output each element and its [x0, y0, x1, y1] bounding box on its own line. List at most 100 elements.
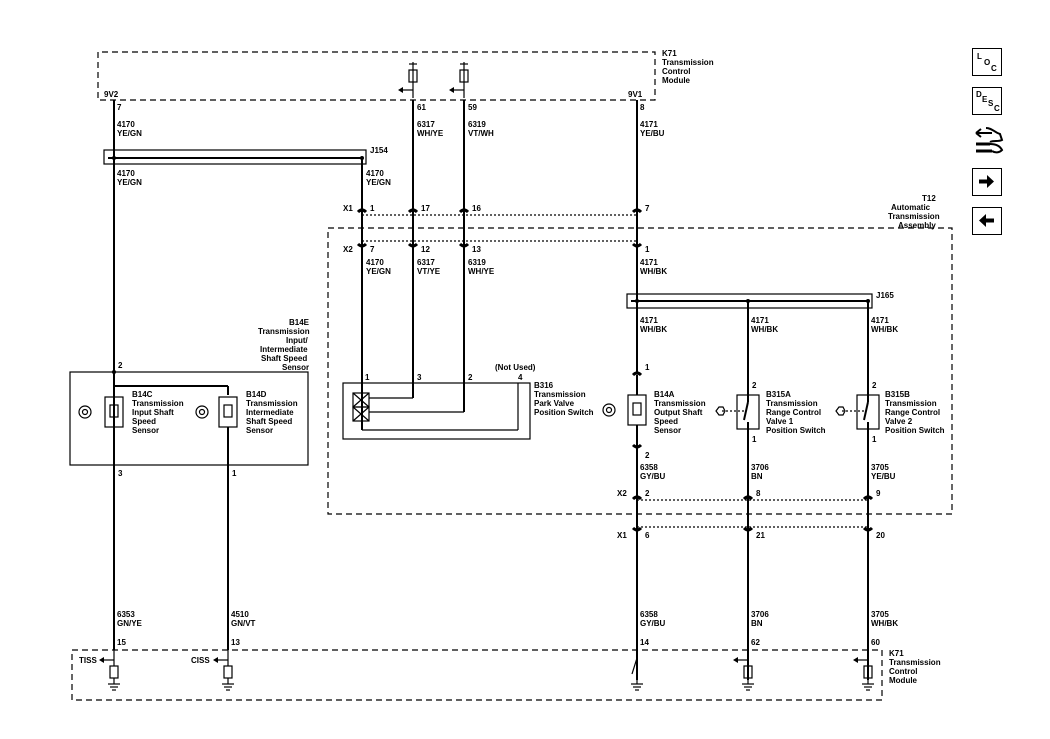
b315a-label-2: Transmission	[766, 399, 818, 408]
k71-top-label-4: Module	[662, 76, 691, 85]
b316-pin-4: 4	[518, 373, 523, 382]
loc-letter-l: L	[977, 52, 982, 61]
pin-59-top: 59	[468, 103, 477, 112]
b316-label-2: Transmission	[534, 390, 586, 399]
wire-3705-a-num: 3705	[871, 463, 889, 472]
j165-label: J165	[876, 291, 894, 300]
connector-view-icon[interactable]	[972, 124, 1006, 160]
x1b-pin-21: 21	[756, 531, 765, 540]
wire-6358-b-num: 6358	[640, 610, 658, 619]
connector-x2-x1-lower: X2 X1 2 8 9 6 21 20	[617, 489, 885, 540]
b14c-label-4: Speed	[132, 417, 156, 426]
wire-3706-b-num: 3706	[751, 610, 769, 619]
wire-6353-color: GN/YE	[117, 619, 143, 628]
b14e-label-4: Intermediate	[260, 345, 308, 354]
b14e-pin-3: 3	[118, 469, 123, 478]
wire-4171-d-color: WH/BK	[751, 325, 778, 334]
description-button[interactable]: D E S C	[972, 87, 1002, 115]
location-button[interactable]: L O C	[972, 48, 1002, 76]
pin-13-bottom: 13	[231, 638, 240, 647]
wire-4170-d-num: 4170	[366, 258, 384, 267]
connector-x1-lower: X1	[617, 531, 627, 540]
b315a-range-switch: 2 1 B315A Transmission Range Control Val…	[715, 381, 826, 444]
wire-4510-color: GN/VT	[231, 619, 256, 628]
wire-6317-a-color: WH/YE	[417, 129, 444, 138]
b14e-label-2: Transmission	[258, 327, 310, 336]
wire-3705-b-color: WH/BK	[871, 619, 898, 628]
x2b-pin-8: 8	[756, 489, 761, 498]
wire-6317-a-num: 6317	[417, 120, 435, 129]
wire-4171-e-color: WH/BK	[871, 325, 898, 334]
wire-4170-b-num: 4170	[117, 169, 135, 178]
connector-9v2: 9V2	[104, 90, 119, 99]
b14a-output-speed-sensor: 1 2 B14A Transmission Output Shaft Speed…	[602, 363, 706, 460]
wire-4510-num: 4510	[231, 610, 249, 619]
b14e-pin-1: 1	[232, 469, 237, 478]
desc-letter-s: S	[988, 99, 994, 108]
k71-bottom-label-2: Transmission	[889, 658, 941, 667]
b315a-label-4: Valve 1	[766, 417, 794, 426]
b14a-pin-1: 1	[645, 363, 650, 372]
wire-3705-a-color: YE/BU	[871, 472, 896, 481]
wire-4170-c-num: 4170	[366, 169, 384, 178]
wire-3706-a-color: BN	[751, 472, 763, 481]
pin-8-top: 8	[640, 103, 645, 112]
x1b-pin-20: 20	[876, 531, 885, 540]
t12-label-2: Automatic	[891, 203, 931, 212]
splice-j165: J165	[626, 291, 894, 395]
wire-3706-a-num: 3706	[751, 463, 769, 472]
b14e-sensor-assembly: B14E Transmission Input/ Intermediate Sh…	[69, 318, 310, 478]
wire-6353-num: 6353	[117, 610, 135, 619]
x2b-pin-9: 9	[876, 489, 881, 498]
b14a-label-1: B14A	[654, 390, 675, 399]
arrow-left-icon	[979, 214, 994, 227]
connector-x1-x2-upper: X1 X2 1 17 16 7 7 12 13 1	[343, 204, 650, 254]
k71-bottom-label-3: Control	[889, 667, 917, 676]
wire-4170-a-num: 4170	[117, 120, 135, 129]
b315a-label-3: Range Control	[766, 408, 821, 417]
pin-15-bottom: 15	[117, 638, 126, 647]
wire-4171-b-color: WH/BK	[640, 267, 667, 276]
next-page-button[interactable]	[972, 168, 1002, 196]
k71-top-label-1: K71	[662, 49, 677, 58]
wire-6358-b-color: GY/BU	[640, 619, 666, 628]
wire-4171-d-num: 4171	[751, 316, 769, 325]
wire-4170-c-color: YE/GN	[366, 178, 391, 187]
loc-letter-o: O	[984, 58, 991, 67]
j154-label: J154	[370, 146, 388, 155]
x2-pin-13: 13	[472, 245, 481, 254]
b14d-label-3: Intermediate	[246, 408, 294, 417]
pin-61-top: 61	[417, 103, 426, 112]
splice-j154: J154	[103, 146, 388, 165]
k71-top-label-2: Transmission	[662, 58, 714, 67]
x1-pin-7: 7	[645, 204, 650, 213]
b315b-label-5: Position Switch	[885, 426, 945, 435]
k71-bottom-label-4: Module	[889, 676, 918, 685]
x1b-pin-6: 6	[645, 531, 650, 540]
t12-assembly: T12 Automatic Transmission Assembly	[327, 194, 953, 515]
wire-6358-a-num: 6358	[640, 463, 658, 472]
desc-letter-e: E	[982, 95, 988, 104]
b315b-label-2: Transmission	[885, 399, 937, 408]
b14d-label-4: Shaft Speed	[246, 417, 292, 426]
b14c-label-2: Transmission	[132, 399, 184, 408]
wire-4170-d-color: YE/GN	[366, 267, 391, 276]
b316-pin-3: 3	[417, 373, 422, 382]
b14d-label-1: B14D	[246, 390, 267, 399]
previous-page-button[interactable]	[972, 207, 1002, 235]
b14a-label-4: Speed	[654, 417, 678, 426]
k71-top-module: K71 Transmission Control Module 9V2 9V1	[97, 49, 714, 101]
b14a-label-2: Transmission	[654, 399, 706, 408]
wire-4171-b-num: 4171	[640, 258, 658, 267]
k71-bottom-module: K71 Transmission Control Module TISS CIS…	[71, 649, 941, 701]
wire-6319-b-color: WH/YE	[468, 267, 495, 276]
b14c-label-3: Input Shaft	[132, 408, 174, 417]
b14e-label-6: Sensor	[282, 363, 309, 372]
b14c-label-1: B14C	[132, 390, 153, 399]
k71-top-internal-circuits	[398, 62, 469, 98]
k71-bottom-internal-circuits	[99, 650, 874, 691]
b316-label-4: Position Switch	[534, 408, 594, 417]
wire-6319-a-color: VT/WH	[468, 129, 494, 138]
x1-pin-1: 1	[370, 204, 375, 213]
wire-6319-a-num: 6319	[468, 120, 486, 129]
